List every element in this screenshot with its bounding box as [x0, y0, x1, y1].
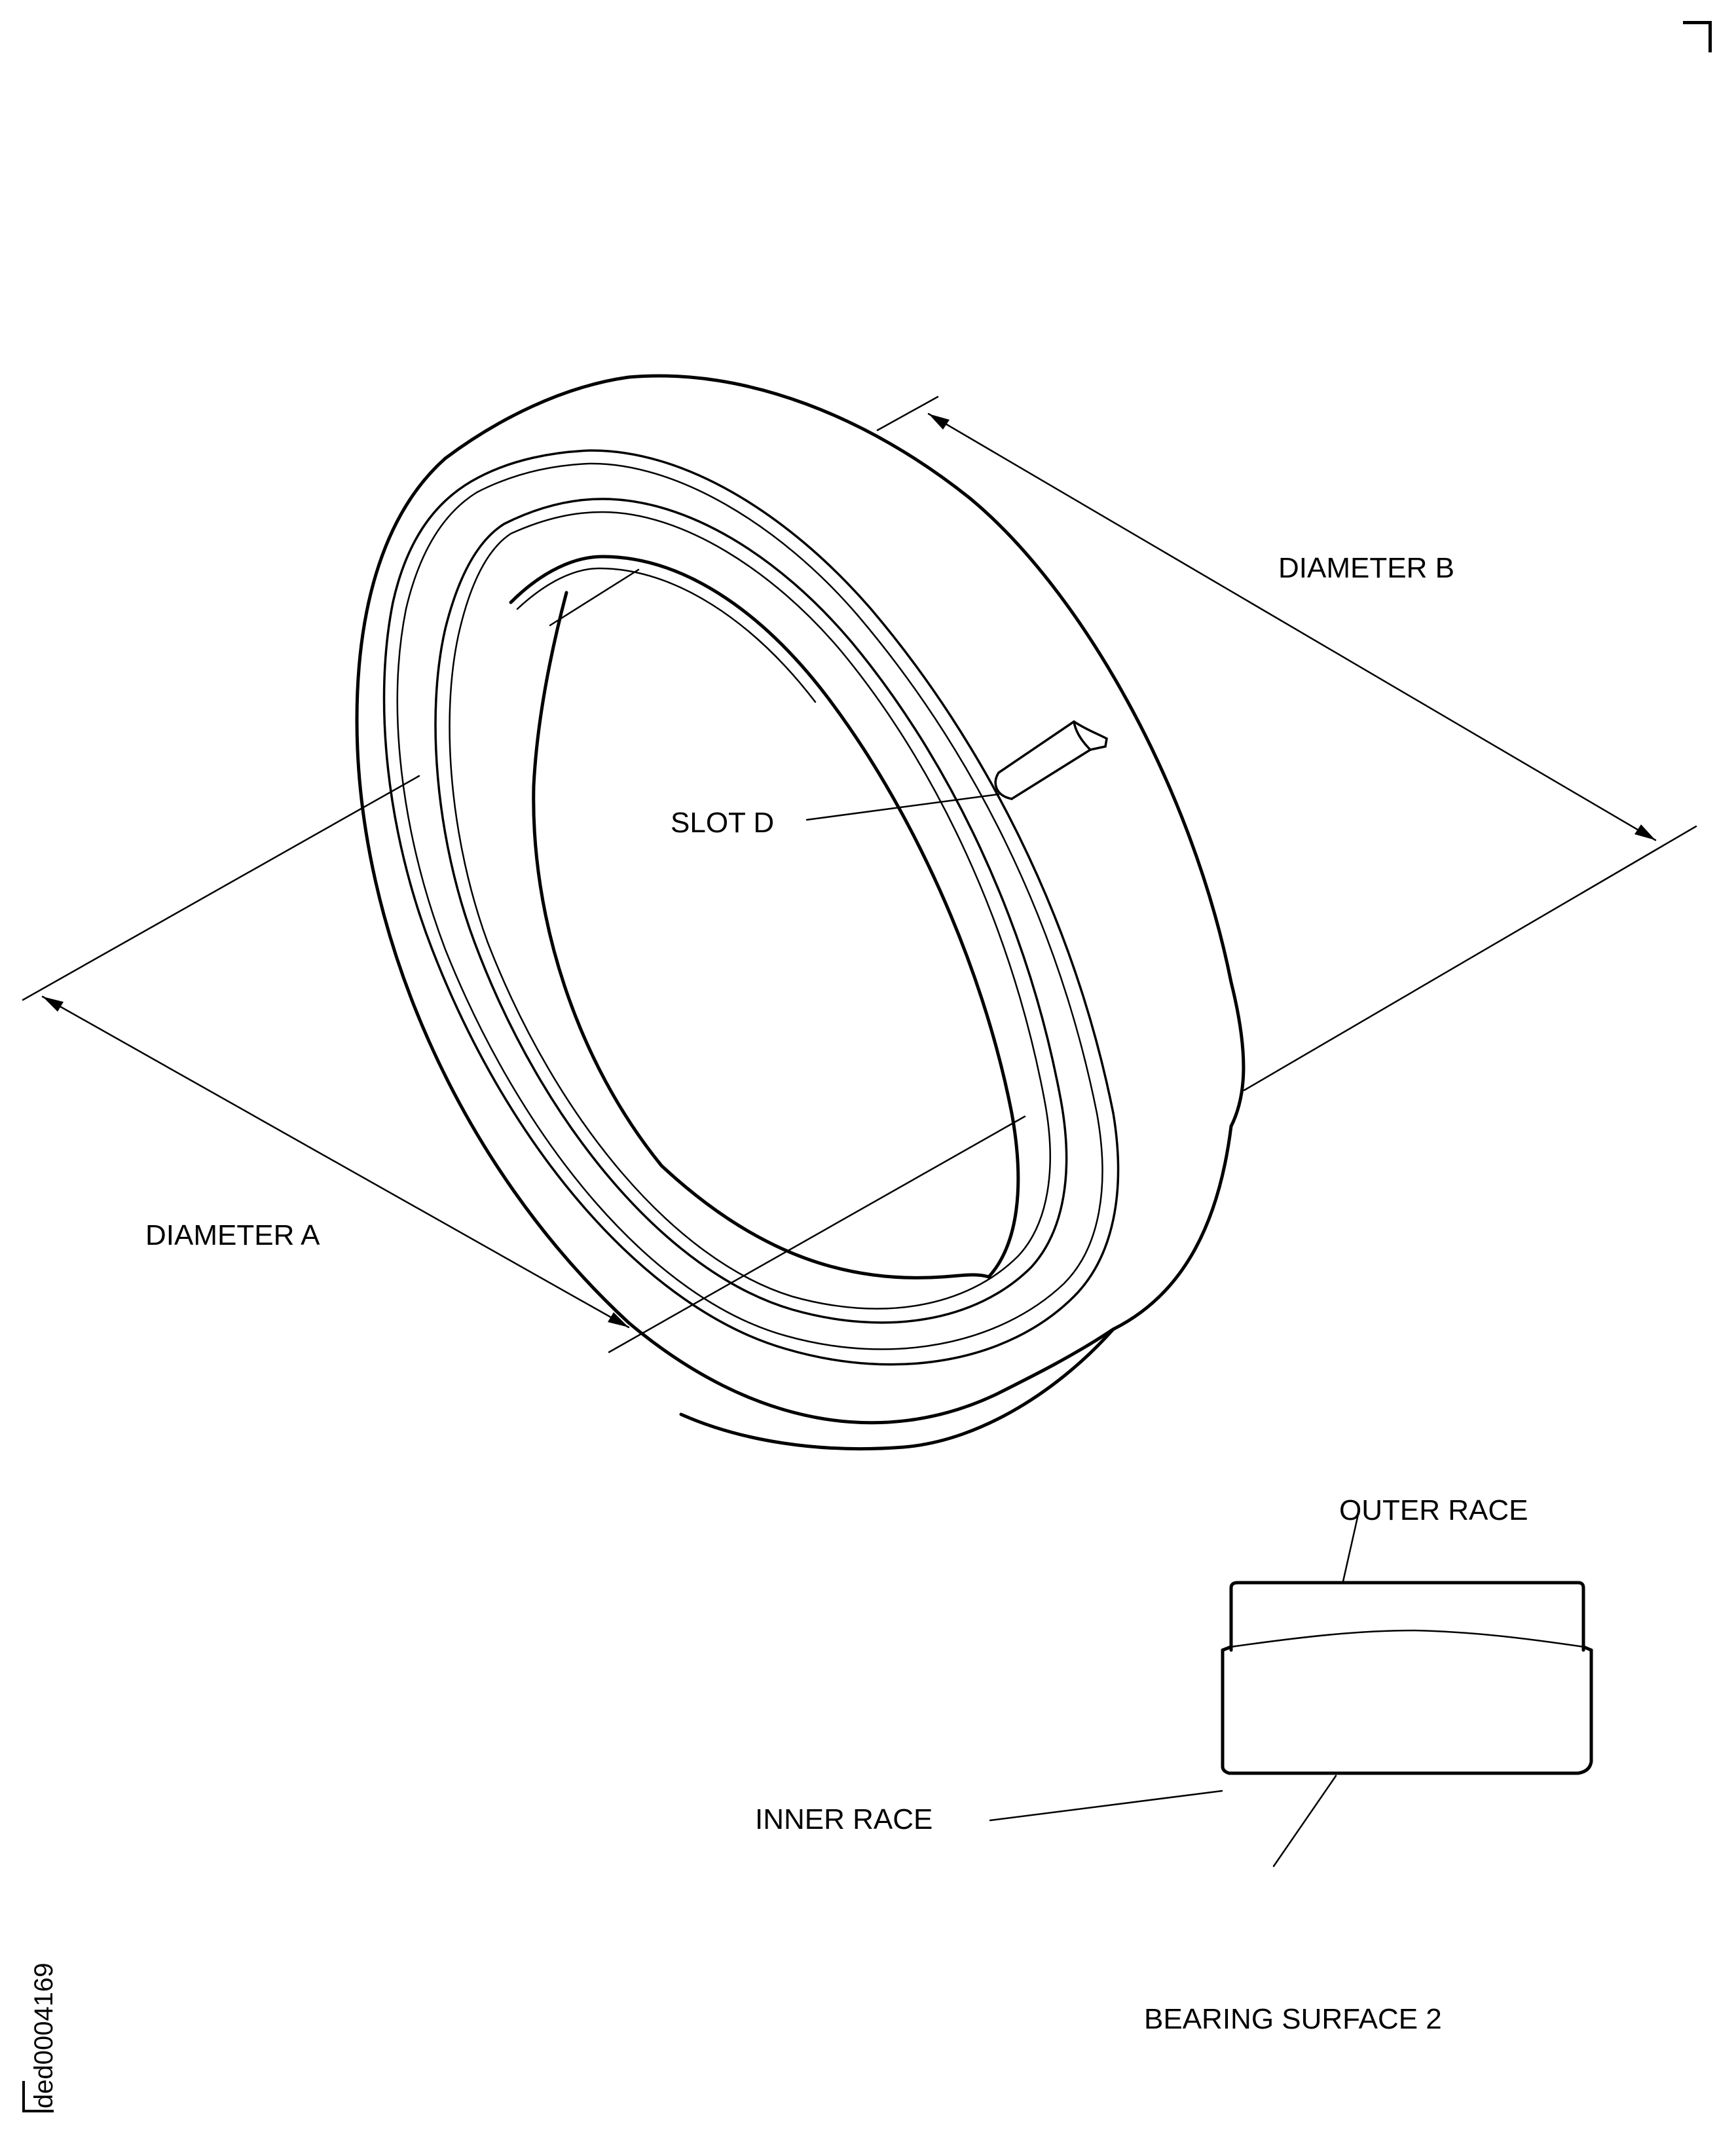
slot-d-leader	[805, 793, 1000, 821]
diameter-b-label: DIAMETER B	[1278, 552, 1454, 584]
diameter-a-dimension	[22, 775, 1026, 1353]
bearing-surface-label: BEARING SURFACE 2	[1144, 2003, 1442, 2035]
inner-race-leader	[989, 1790, 1223, 1822]
slot-d-label: SLOT D	[671, 807, 775, 839]
bearing-surface-leader	[1272, 1775, 1337, 1867]
diameter-b-dimension	[876, 396, 1697, 1092]
figure-id-label: ded0004169	[29, 1962, 58, 2108]
outer-race-leader	[1342, 1513, 1359, 1583]
corner-crop-mark-top-right	[1683, 21, 1712, 52]
inner-race-label: INNER RACE	[755, 1803, 933, 1835]
corner-crop-mark-bottom-left	[22, 2081, 54, 2112]
outer-race-label: OUTER RACE	[1339, 1494, 1528, 1526]
race-section-inset	[989, 1513, 1593, 1867]
diameter-a-label: DIAMETER A	[145, 1219, 320, 1251]
bearing-ring	[355, 374, 1246, 1451]
